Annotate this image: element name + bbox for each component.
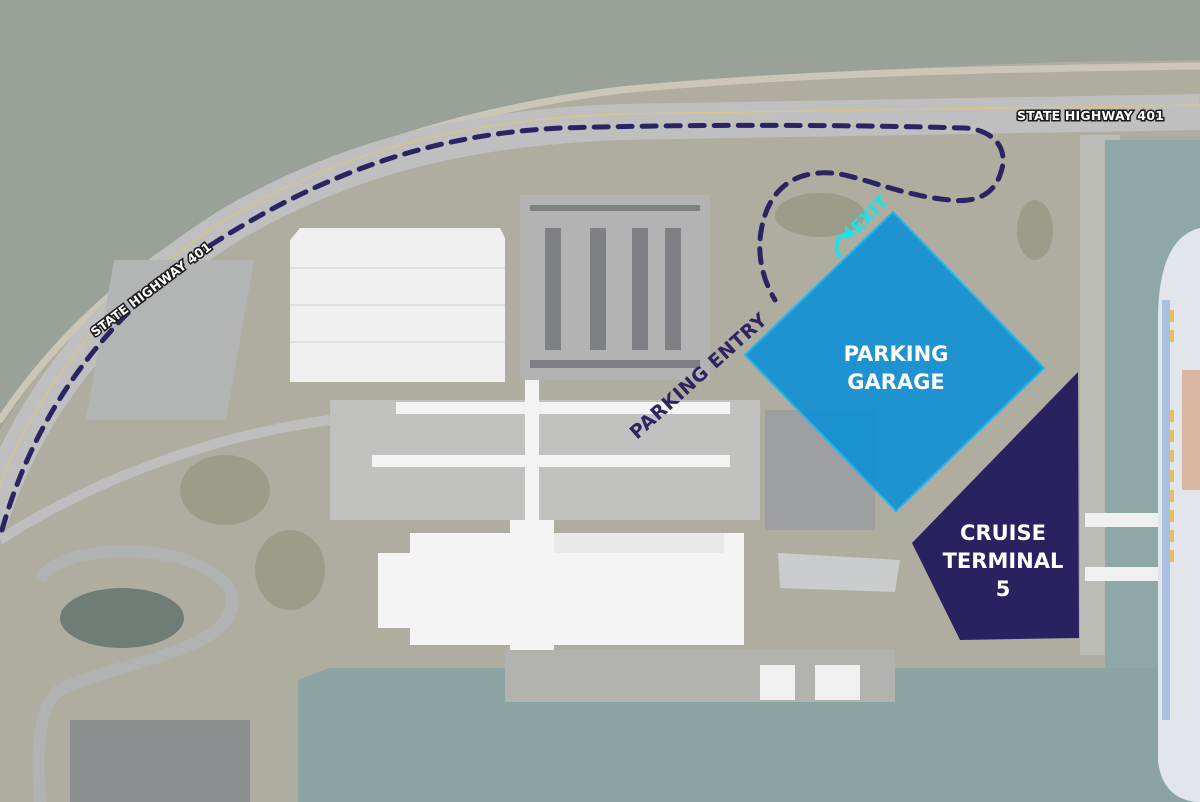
highway-label-top: STATE HIGHWAY 401	[1017, 108, 1164, 123]
grass-oval	[180, 455, 270, 525]
parking-garage	[743, 210, 1046, 513]
terminal-label-line2: TERMINAL	[943, 549, 1064, 573]
route-dashed-line	[0, 122, 1006, 533]
lot-southwest	[70, 720, 250, 802]
canopy-1	[396, 402, 730, 414]
exit-arrowhead	[845, 226, 856, 240]
canopy-2	[372, 455, 730, 467]
small-roof	[778, 553, 900, 592]
garage-label-line2: GARAGE	[847, 370, 945, 394]
grass-round	[255, 530, 325, 610]
roof-seams	[290, 267, 505, 343]
cruise-terminal-5	[912, 372, 1079, 640]
terminal-label-line3: 5	[996, 577, 1011, 601]
pond	[60, 588, 184, 648]
grass-top	[775, 193, 865, 237]
lot-west	[85, 260, 255, 420]
walkway	[525, 380, 539, 530]
loop-road	[32, 545, 238, 802]
garage-label-line1: PARKING	[844, 342, 949, 366]
ramp-road	[0, 415, 331, 545]
grass-right	[1017, 200, 1053, 260]
gangways	[760, 513, 1160, 700]
parked-cars	[530, 205, 700, 368]
terminal-building-main	[378, 520, 744, 650]
terminal-label-line1: CRUISE	[960, 521, 1046, 545]
highway-centerline	[0, 104, 1200, 487]
cruise-ship	[1158, 228, 1200, 802]
